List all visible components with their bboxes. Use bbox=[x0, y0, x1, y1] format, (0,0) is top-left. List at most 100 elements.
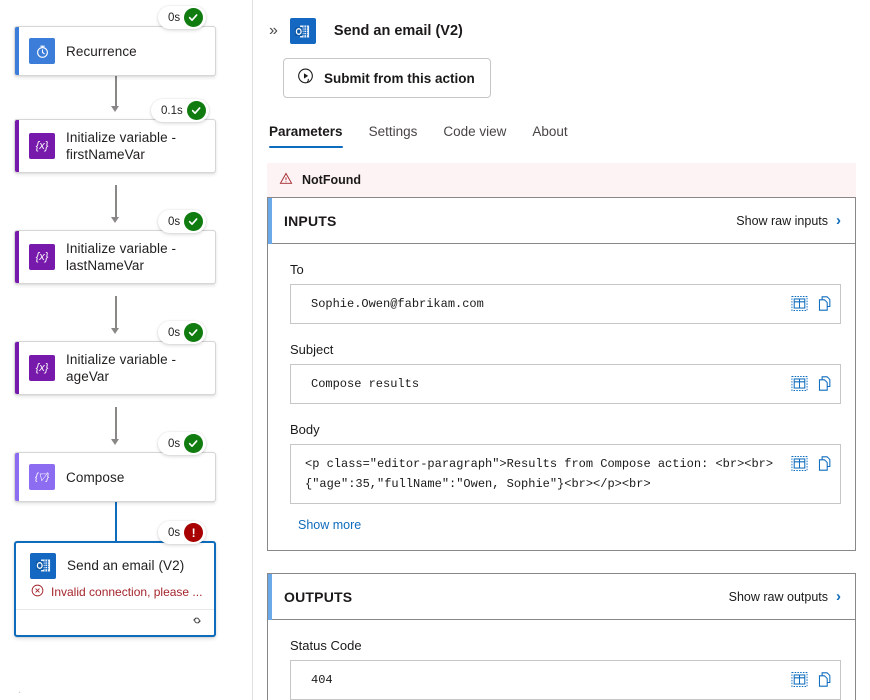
flow-node-recurrence[interactable]: Recurrence bbox=[14, 26, 216, 76]
flow-node-initialize-lastnamevar[interactable]: {x} Initialize variable -lastNameVar bbox=[14, 230, 216, 284]
node-status-badge: 0s ! bbox=[158, 521, 207, 544]
node-accent-bar bbox=[15, 453, 19, 501]
inputs-card-header: INPUTS Show raw inputs › bbox=[268, 198, 855, 244]
node-title: Initialize variable -ageVar bbox=[66, 352, 177, 384]
field-body-value: <p class="editor-paragraph">Results from… bbox=[305, 457, 774, 491]
success-check-icon bbox=[184, 8, 204, 27]
outputs-title: OUTPUTS bbox=[284, 588, 353, 605]
field-status-code-value: 404 bbox=[311, 673, 333, 687]
panel-header: » Send an email (V2) bbox=[253, 0, 870, 44]
edge-arrow-4 bbox=[110, 439, 119, 445]
error-banner-text: NotFound bbox=[302, 173, 362, 187]
success-check-icon bbox=[186, 101, 206, 120]
broken-link-icon[interactable] bbox=[189, 614, 205, 632]
node-duration: 0.1s bbox=[161, 104, 183, 117]
flow-node-initialize-firstnamevar[interactable]: {x} Initialize variable -firstNameVar bbox=[14, 119, 216, 173]
table-view-icon[interactable] bbox=[791, 295, 808, 312]
node-accent-bar bbox=[15, 120, 19, 172]
field-label-body: Body bbox=[290, 422, 320, 437]
submit-from-this-action-button[interactable]: Submit from this action bbox=[283, 58, 491, 98]
node-error-message: Invalid connection, please ... bbox=[16, 583, 214, 609]
table-view-icon[interactable] bbox=[791, 455, 808, 472]
inputs-title: INPUTS bbox=[284, 212, 337, 229]
chevron-right-icon: › bbox=[836, 212, 841, 229]
panel-tabs[interactable]: Parameters Settings Code view About bbox=[253, 98, 870, 148]
submit-button-label: Submit from this action bbox=[324, 70, 475, 86]
error-exclamation-icon: ! bbox=[184, 523, 204, 542]
play-circle-icon bbox=[296, 67, 315, 89]
show-raw-inputs-link[interactable]: Show raw inputs › bbox=[736, 212, 841, 229]
error-circle-x-icon bbox=[31, 584, 44, 600]
action-details-panel: » Send an email (V2) bbox=[253, 0, 870, 700]
field-label-to: To bbox=[290, 262, 304, 277]
edge-1 bbox=[115, 74, 117, 108]
chevron-right-icon: › bbox=[836, 588, 841, 605]
show-raw-inputs-label: Show raw inputs bbox=[736, 213, 828, 228]
node-title: Compose bbox=[66, 469, 125, 485]
copy-icon[interactable] bbox=[817, 455, 834, 472]
flow-node-initialize-agevar[interactable]: {x} Initialize variable -ageVar bbox=[14, 341, 216, 395]
field-actions bbox=[791, 374, 834, 392]
tab-parameters[interactable]: Parameters bbox=[269, 124, 343, 148]
copy-icon[interactable] bbox=[817, 295, 834, 312]
node-duration: 0s bbox=[168, 215, 181, 228]
variable-icon: {x} bbox=[29, 355, 55, 381]
success-check-icon bbox=[184, 434, 204, 453]
show-raw-outputs-label: Show raw outputs bbox=[728, 589, 828, 604]
node-duration: 0s bbox=[168, 437, 181, 450]
node-footer bbox=[16, 609, 214, 635]
show-more-link[interactable]: Show more bbox=[298, 518, 362, 532]
field-status-code[interactable]: 404 bbox=[290, 660, 841, 700]
edge-4 bbox=[115, 407, 117, 441]
outlook-icon bbox=[30, 552, 56, 579]
node-status-badge: 0s bbox=[158, 6, 207, 29]
field-body[interactable]: <p class="editor-paragraph">Results from… bbox=[290, 444, 841, 504]
copy-icon[interactable] bbox=[817, 671, 834, 688]
warning-triangle-icon bbox=[279, 172, 293, 188]
node-duration: 0s bbox=[168, 326, 181, 339]
field-to[interactable]: Sophie.Owen@fabrikam.com bbox=[290, 284, 841, 324]
table-view-icon[interactable] bbox=[791, 671, 808, 688]
field-to-value: Sophie.Owen@fabrikam.com bbox=[311, 297, 484, 311]
node-accent-bar bbox=[15, 27, 19, 75]
chevron-double-right-icon[interactable]: » bbox=[269, 22, 278, 39]
clock-icon bbox=[29, 38, 55, 64]
field-label-subject: Subject bbox=[290, 342, 334, 357]
node-accent-bar bbox=[15, 231, 19, 283]
tab-about[interactable]: About bbox=[532, 124, 568, 139]
edge-2 bbox=[115, 185, 117, 219]
outputs-card: OUTPUTS Show raw outputs › Status Code 4… bbox=[267, 573, 856, 700]
field-subject[interactable]: Compose results bbox=[290, 364, 841, 404]
node-status-badge: 0s bbox=[158, 321, 207, 344]
flow-node-compose[interactable]: {▽} Compose bbox=[14, 452, 216, 502]
outputs-card-body: Status Code 404 bbox=[268, 620, 855, 700]
field-actions bbox=[791, 294, 834, 312]
field-actions bbox=[791, 670, 834, 688]
variable-icon: {x} bbox=[29, 244, 55, 270]
node-title: Send an email (V2) bbox=[67, 558, 185, 573]
node-error-text: Invalid connection, please ... bbox=[51, 585, 203, 599]
variable-icon: {x} bbox=[29, 133, 55, 159]
node-status-badge: 0s bbox=[158, 210, 207, 233]
success-check-icon bbox=[184, 323, 204, 342]
flow-canvas[interactable]: Recurrence 0s {x} Initialize variable -f… bbox=[0, 0, 253, 700]
edge-3 bbox=[115, 296, 117, 330]
inputs-card: INPUTS Show raw inputs › To Sophie.Owen@… bbox=[267, 197, 856, 551]
tab-settings[interactable]: Settings bbox=[368, 124, 418, 139]
flow-node-send-an-email[interactable]: Send an email (V2) Invalid connection, p… bbox=[14, 541, 216, 637]
node-title: Recurrence bbox=[66, 43, 137, 59]
compose-icon: {▽} bbox=[29, 464, 55, 490]
node-title: Initialize variable -lastNameVar bbox=[66, 241, 177, 273]
field-actions bbox=[791, 454, 834, 472]
table-view-icon[interactable] bbox=[791, 375, 808, 392]
node-duration: 0s bbox=[168, 11, 181, 24]
edge-5 bbox=[114, 496, 117, 543]
copy-icon[interactable] bbox=[817, 375, 834, 392]
show-raw-outputs-link[interactable]: Show raw outputs › bbox=[729, 588, 841, 605]
success-check-icon bbox=[184, 212, 204, 231]
node-status-badge: 0.1s bbox=[151, 99, 209, 122]
canvas-ellipsis: .. bbox=[18, 684, 22, 700]
tab-code-view[interactable]: Code view bbox=[443, 124, 507, 139]
field-subject-value: Compose results bbox=[311, 377, 420, 391]
